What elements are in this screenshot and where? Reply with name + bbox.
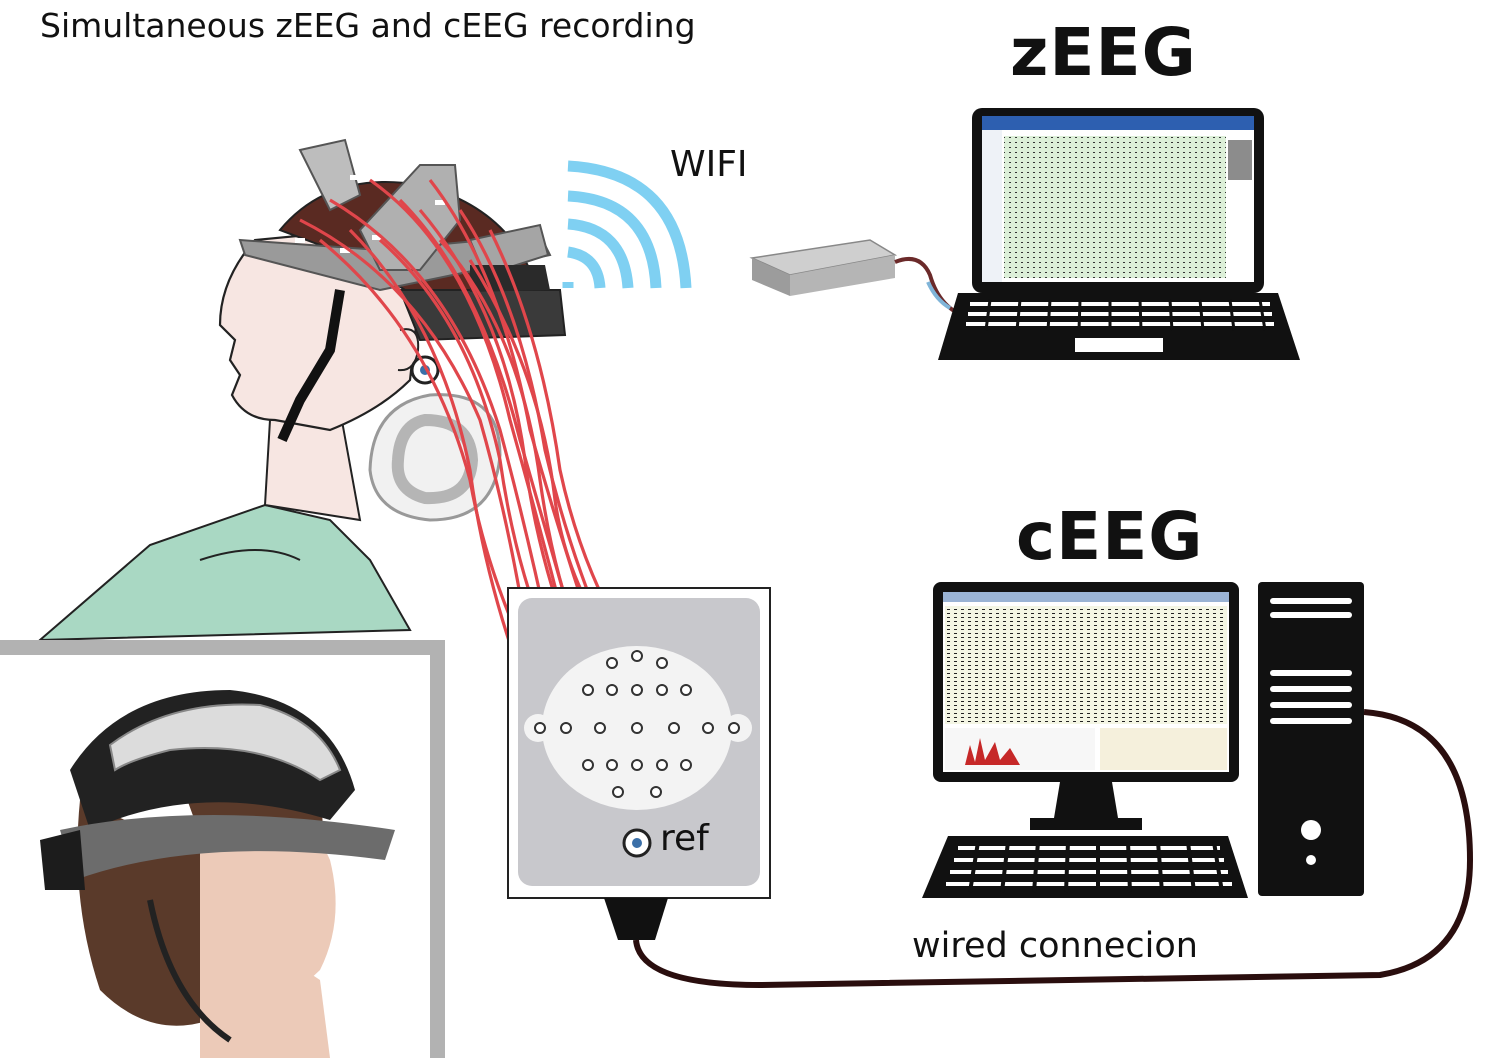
- diagram-title: Simultaneous zEEG and cEEG recording: [40, 6, 696, 45]
- laptop-icon: [938, 108, 1300, 360]
- wired-cable: [633, 709, 1474, 989]
- patient-illustration: [37, 181, 532, 642]
- wifi-label: WIFI: [670, 144, 748, 185]
- wired-connection-label: wired connecion: [912, 926, 1198, 966]
- desktop-computer-icon: [922, 582, 1364, 898]
- amplifier-box: [507, 587, 771, 940]
- zeeg-label: zEEG: [1010, 14, 1197, 91]
- ceeg-label: cEEG: [1016, 498, 1204, 575]
- wifi-receiver-icon: [749, 239, 971, 320]
- headset-photo-inset: [0, 640, 445, 1058]
- wifi-icon: [562, 160, 692, 289]
- ref-label: ref: [660, 818, 709, 859]
